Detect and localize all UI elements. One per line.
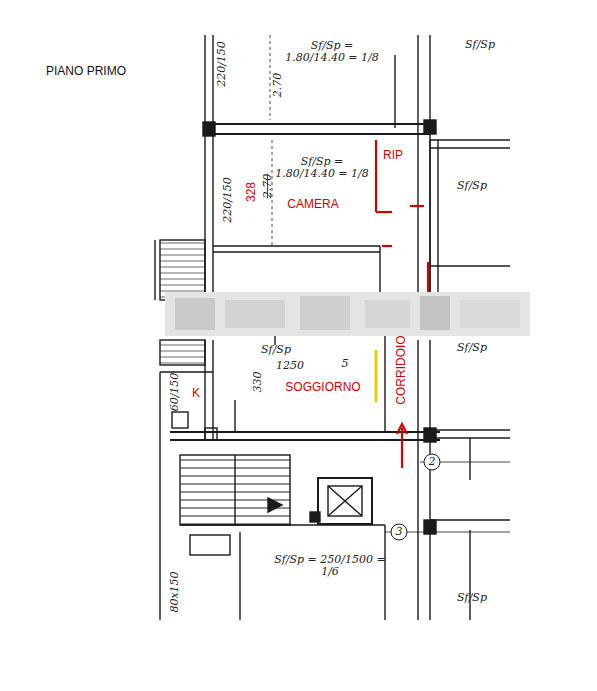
room-annotation: 328 <box>245 182 258 202</box>
plan-note: Sf/Sp <box>465 39 495 51</box>
plan-note: 60/150 <box>169 373 181 412</box>
plan-note: Sf/Sp = 250/1500 = 1/6 <box>270 554 390 578</box>
grid-bubble <box>391 524 407 540</box>
room-annotation: SOGGIORNO <box>285 381 360 394</box>
room-annotation: CAMERA <box>287 198 338 211</box>
grid-bubble <box>424 454 440 470</box>
plan-note: 1250 <box>276 360 304 372</box>
plan-note: 220/150 <box>216 41 228 87</box>
plan-note: Sf/Sp <box>261 344 291 356</box>
plan-note: 2 <box>429 456 436 468</box>
room-annotation: K <box>192 387 200 400</box>
blurred-band <box>165 292 530 336</box>
plan-title: PIANO PRIMO <box>46 65 126 78</box>
plan-note: Sf/Sp <box>457 592 487 604</box>
plan-note: 330 <box>252 372 264 393</box>
room-annotation: CORRIDOIO <box>395 335 408 404</box>
plan-note: 5 <box>342 358 349 370</box>
plan-note: Sf/Sp <box>457 180 487 192</box>
plan-note: 2.70 <box>262 174 274 199</box>
plan-note: 80x150 <box>169 571 181 612</box>
plan-note: Sf/Sp = 1.80/14.40 = 1/8 <box>280 40 385 64</box>
plan-note: Sf/Sp = 1.80/14.40 = 1/8 <box>272 156 372 180</box>
plan-note: Sf/Sp <box>457 342 487 354</box>
red-markup <box>376 140 428 468</box>
plan-note: 220/150 <box>222 177 234 223</box>
plan-note: 3 <box>396 526 403 538</box>
room-annotation: RIP <box>383 149 403 162</box>
yellow-mark <box>375 350 378 402</box>
plan-note: 2.70 <box>272 73 284 98</box>
